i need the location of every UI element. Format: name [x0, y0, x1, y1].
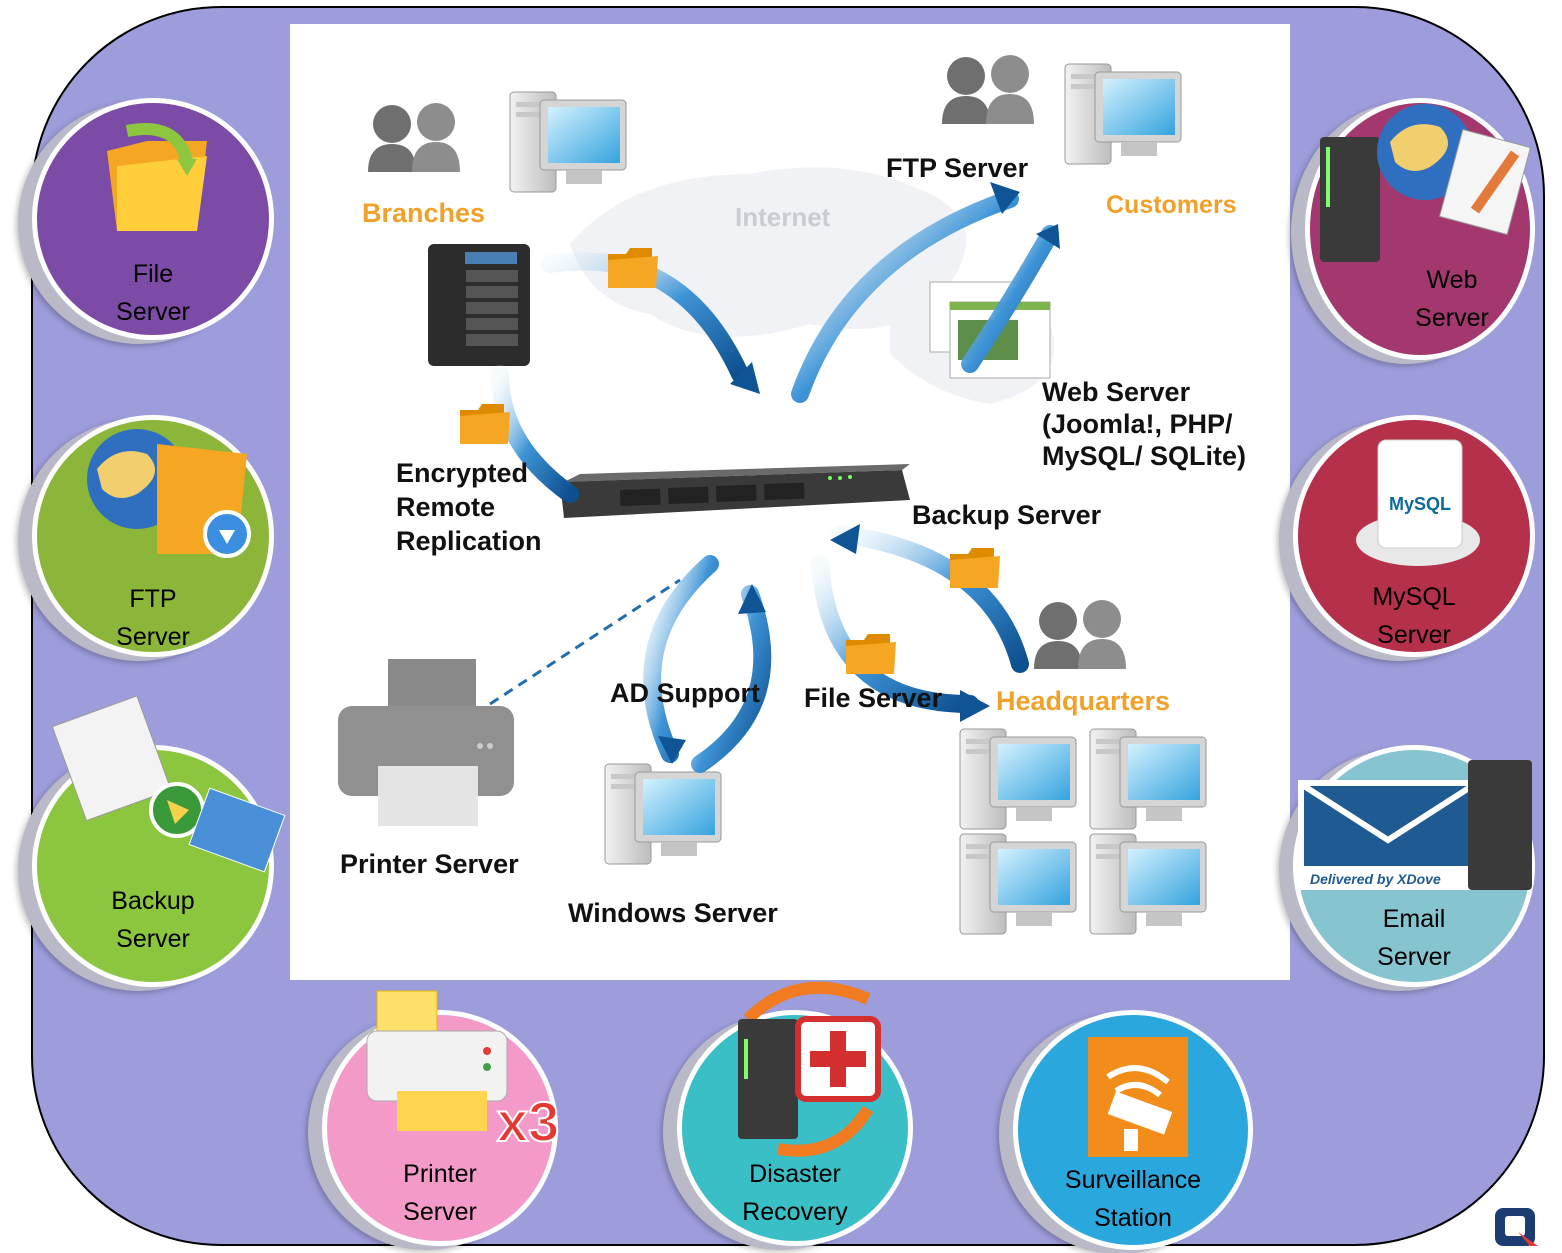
folder-icon [950, 548, 1000, 588]
backup-documents-icon [51, 695, 286, 873]
email-envelope-icon: Delivered by XDove [1298, 760, 1532, 890]
internet-label: Internet [735, 202, 831, 232]
encrypted-replication-label: Encrypted Remote Replication [396, 456, 542, 558]
web-server-line-3: MySQL/ SQLite) [1042, 441, 1247, 471]
customers-label: Customers [1106, 191, 1237, 219]
hq-pc-icon [959, 833, 1077, 935]
disaster-recovery-icon [738, 981, 881, 1157]
encrypted-line-2: Remote [396, 492, 496, 522]
branches-label: Branches [362, 198, 486, 228]
surveillance-camera-icon [1088, 1037, 1188, 1157]
hq-pc-icon [1089, 833, 1207, 935]
xdove-badge: Delivered by XDove [1310, 871, 1441, 887]
printer-dashed-link [489, 578, 681, 706]
arrow-web-to-customers [961, 225, 1059, 373]
printer-icon [338, 659, 514, 826]
network-diagram-panel: Branches Internet FTP Server Customers W… [290, 24, 1290, 980]
web-server-line-1: Web Server [1042, 377, 1191, 407]
headquarters-people-icon [1034, 600, 1126, 669]
mysql-logo-text: MySQL [1389, 494, 1451, 514]
rack-server-icon [560, 464, 910, 518]
file-server-folder-icon [107, 123, 207, 231]
customers-pc-icon [1064, 63, 1182, 165]
arrow-ad-down [643, 555, 719, 763]
hq-pc-icon [1089, 728, 1207, 830]
mysql-logo-icon: MySQL [1356, 439, 1480, 566]
folder-icon [608, 248, 658, 288]
arrow-replication [491, 365, 579, 503]
tower-nas-icon [428, 244, 530, 366]
folder-icon [846, 634, 896, 674]
hq-pc-icon [959, 728, 1077, 830]
web-server-line-2: (Joomla!, PHP/ [1042, 409, 1233, 439]
multi-printer-icon: x3 [366, 990, 560, 1154]
encrypted-line-3: Replication [396, 526, 542, 556]
ftp-globe-icon [87, 429, 251, 558]
branches-pc-icon [509, 91, 627, 193]
windows-server-pc-icon [604, 763, 722, 865]
customers-people-icon [942, 55, 1034, 124]
qnap-logo-icon [1495, 1208, 1535, 1246]
web-server-globe-icon [1320, 104, 1532, 262]
branches-people-icon [368, 103, 460, 172]
arrow-branches-to-nas [541, 252, 749, 383]
ad-support-label: AD Support [610, 678, 760, 708]
arrow-ad-up [691, 585, 772, 773]
printer-server-label: Printer Server [340, 849, 519, 879]
backup-server-label: Backup Server [912, 500, 1102, 530]
diagram-artwork [338, 55, 1207, 935]
file-server-label: File Server [804, 683, 943, 713]
arrow-nas-to-ftp [791, 190, 1019, 403]
headquarters-label: Headquarters [996, 686, 1171, 716]
x3-badge: x3 [497, 1090, 559, 1153]
windows-server-label: Windows Server [568, 898, 778, 928]
encrypted-line-1: Encrypted [396, 458, 529, 488]
web-server-label: Web Server (Joomla!, PHP/ MySQL/ SQLite) [1042, 376, 1246, 472]
folder-icon [460, 404, 510, 444]
ftp-server-label: FTP Server [886, 153, 1029, 183]
